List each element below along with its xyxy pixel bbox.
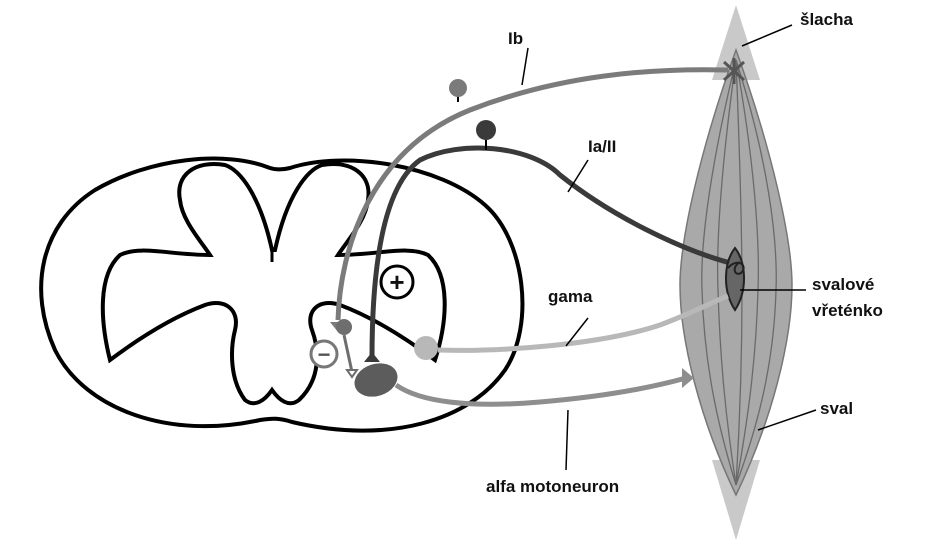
label-tendon: šlacha (800, 10, 853, 29)
plus-sign: + (389, 267, 404, 297)
ia-soma (476, 120, 496, 140)
alpha-soma (350, 358, 402, 402)
label-ia-ii: Ia/II (588, 137, 616, 156)
spinal-cord-outline (41, 159, 522, 431)
interneuron-soma (336, 319, 352, 335)
ib-soma (449, 79, 467, 97)
label-ib: Ib (508, 29, 523, 48)
label-muscle: sval (820, 399, 853, 418)
ia-terminal (364, 352, 380, 362)
minus-sign: − (318, 342, 331, 367)
label-spindle-2: vřeténko (812, 301, 883, 320)
label-alpha: alfa motoneuron (486, 477, 619, 496)
interneuron-terminal (347, 370, 357, 377)
label-spindle-1: svalové (812, 275, 874, 294)
gamma-soma (414, 336, 438, 360)
alpha-fiber (396, 378, 686, 404)
interneuron-axon (344, 335, 352, 372)
label-gamma: gama (548, 287, 593, 306)
spinal-cord (41, 159, 522, 431)
